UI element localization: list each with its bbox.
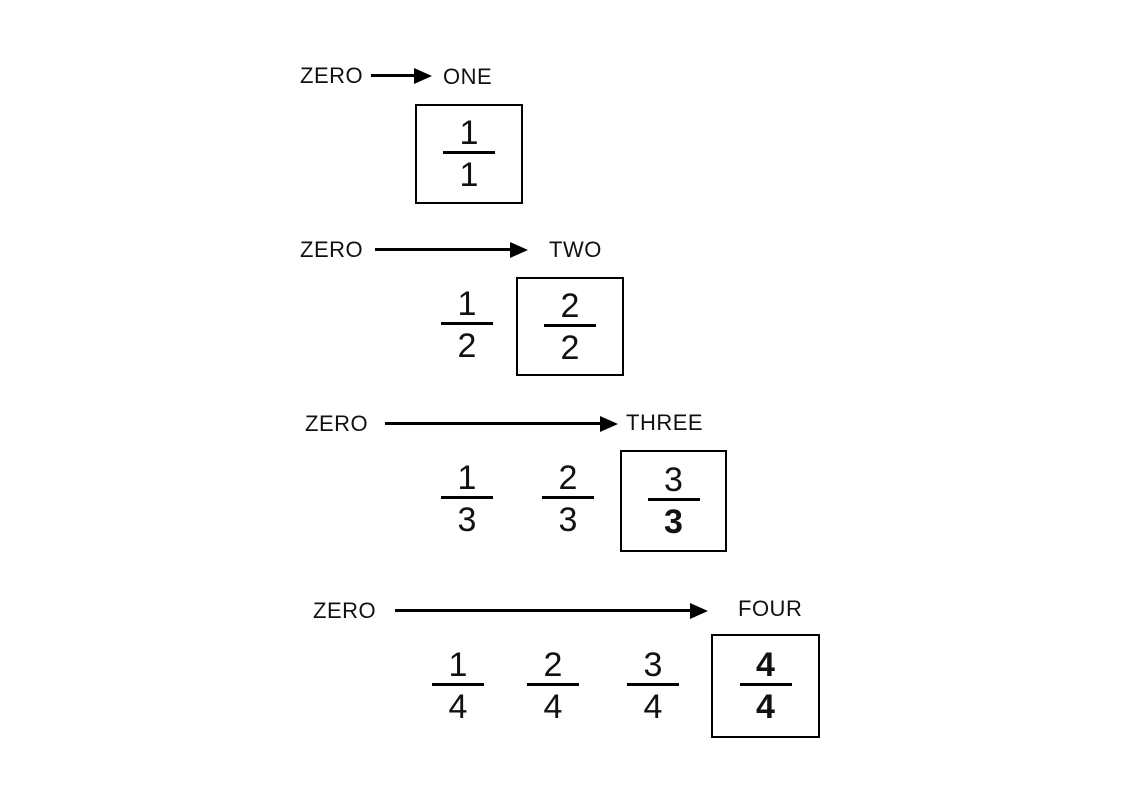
arrow-shaft: [385, 422, 604, 425]
fraction-2-3: 2 3: [542, 459, 594, 539]
fraction-bar: [527, 683, 579, 686]
arrow-shaft: [375, 248, 514, 251]
fraction-denominator: 1: [459, 156, 479, 194]
fraction-bar: [441, 496, 493, 499]
fraction-3-4: 3 4: [627, 646, 679, 726]
arrow-right-icon: [395, 603, 708, 619]
fraction-1-3: 1 3: [441, 459, 493, 539]
fraction-denominator: 3: [558, 501, 578, 539]
whole-box-1-1: 1 1: [415, 104, 523, 204]
fraction-4-4: 4 4: [739, 646, 792, 726]
fraction-2-2: 2 2: [544, 286, 596, 367]
fraction-numerator: 1: [457, 459, 477, 497]
fraction-numerator: 1: [457, 285, 477, 323]
fraction-2-4: 2 4: [527, 646, 579, 726]
fraction-bar: [441, 322, 493, 325]
zero-label: ZERO: [300, 237, 364, 262]
arrow-shaft: [371, 74, 418, 77]
whole-box-3-3: 3 3: [620, 450, 727, 552]
fraction-numerator: 2: [558, 459, 578, 497]
fraction-1-1: 1 1: [443, 114, 495, 194]
fraction-1-2: 1 2: [441, 285, 493, 365]
zero-label: ZERO: [305, 411, 369, 436]
arrow-shaft: [395, 609, 694, 612]
fraction-numerator: 3: [664, 461, 683, 499]
fraction-denominator: 3: [457, 501, 477, 539]
fraction-denominator: 2: [560, 328, 580, 367]
arrow-right-icon: [371, 68, 432, 84]
fraction-numerator: 2: [543, 646, 563, 684]
one-label: ONE: [443, 64, 493, 89]
arrow-right-icon: [385, 416, 618, 432]
whole-box-4-4: 4 4: [711, 634, 820, 738]
fraction-bar: [432, 683, 484, 686]
fraction-denominator: 4: [448, 688, 468, 726]
fraction-denominator: 2: [457, 327, 477, 365]
fraction-numerator: 3: [643, 646, 663, 684]
two-label: TWO: [549, 237, 602, 262]
zero-label: ZERO: [313, 598, 377, 623]
fraction-3-3: 3 3: [647, 461, 700, 541]
fraction-bar: [443, 151, 495, 154]
arrow-head: [414, 68, 432, 84]
fraction-1-4: 1 4: [432, 646, 484, 726]
fraction-bar: [544, 323, 596, 327]
four-label: FOUR: [738, 596, 803, 621]
fraction-bar: [542, 496, 594, 499]
fraction-numerator: 2: [560, 286, 580, 325]
fraction-bar: [627, 683, 679, 686]
fraction-denominator: 4: [543, 688, 563, 726]
fraction-bar: [739, 683, 792, 686]
arrow-head: [510, 242, 528, 258]
whole-box-2-2: 2 2: [516, 277, 624, 376]
fraction-numerator: 1: [459, 114, 479, 152]
zero-label: ZERO: [300, 63, 364, 88]
fraction-numerator: 4: [756, 646, 775, 684]
fraction-denominator: 4: [643, 688, 663, 726]
arrow-head: [690, 603, 708, 619]
three-label: THREE: [626, 410, 704, 435]
arrow-head: [600, 416, 618, 432]
fraction-bar: [647, 498, 700, 501]
fraction-denominator: 4: [756, 688, 775, 726]
fraction-numerator: 1: [448, 646, 468, 684]
arrow-right-icon: [375, 242, 528, 258]
fraction-denominator: 3: [664, 503, 683, 541]
